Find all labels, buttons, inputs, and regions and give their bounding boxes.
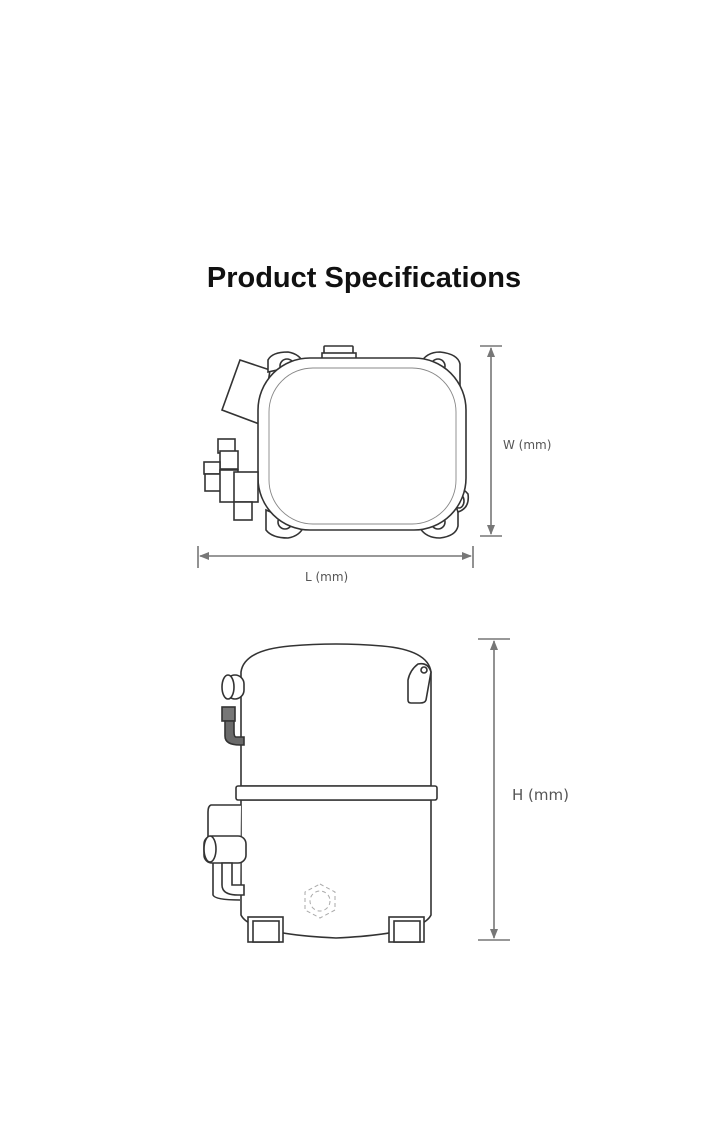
top-view-drawing: [203, 345, 470, 539]
side-view-drawing: [203, 643, 438, 943]
width-label: W (mm): [503, 438, 551, 452]
page-title: Product Specifications: [206, 262, 522, 294]
height-label: H (mm): [512, 786, 569, 804]
service-valves: [203, 438, 259, 521]
process-pipe: [221, 706, 236, 722]
length-label: L (mm): [305, 570, 348, 584]
width-dimension: [480, 345, 502, 537]
length-dimension: [197, 546, 474, 568]
shell-band: [235, 785, 438, 801]
upper-shell: [240, 643, 432, 787]
height-dimension: [478, 638, 510, 941]
